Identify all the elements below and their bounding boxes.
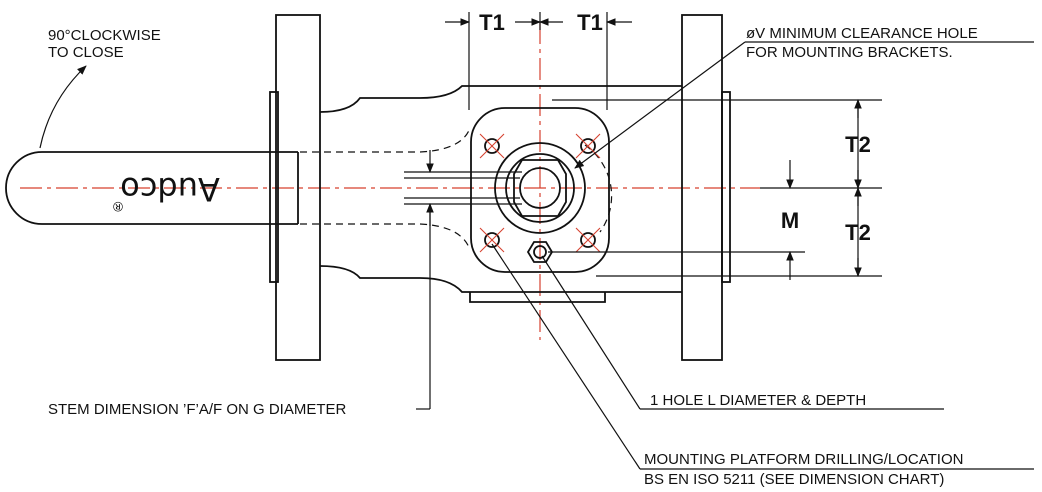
hole-note: 1 HOLE L DIAMETER & DEPTH	[650, 392, 866, 409]
rotation-note-line2: TO CLOSE	[48, 44, 124, 61]
valve-body	[319, 85, 682, 293]
left-flange-face	[269, 91, 279, 283]
m-label: M	[781, 208, 799, 233]
right-flange-face	[721, 91, 731, 283]
platform-leader	[491, 243, 641, 470]
stem-bore	[494, 142, 586, 234]
platform-outline	[469, 292, 606, 303]
clearance-note-line1: øV MINIMUM CLEARANCE HOLE	[746, 25, 978, 42]
stem-dimension-note: STEM DIMENSION ’F’A/F ON G DIAMETER	[48, 401, 347, 418]
bolt-hole	[575, 227, 601, 253]
rotation-note-line1: 90°CLOCKWISE	[48, 27, 161, 44]
handle	[5, 151, 298, 225]
bolt-hole	[479, 227, 505, 253]
registered-mark: ®	[112, 198, 125, 213]
bolt-hole	[479, 133, 505, 159]
stem	[519, 167, 561, 209]
platform-note-line2: BS EN ISO 5211 (SEE DIMENSION CHART)	[644, 471, 944, 488]
bolt-hole	[575, 133, 601, 159]
clearance-leader	[574, 41, 746, 169]
platform-note-line1: MOUNTING PLATFORM DRILLING/LOCATION	[644, 451, 963, 468]
t1-left-label: T1	[479, 10, 505, 35]
stem-flats	[513, 159, 567, 217]
handle-brand: Audco	[120, 170, 220, 208]
rotation-arrow	[39, 65, 87, 149]
stem-collar	[505, 153, 575, 223]
mounting-pad	[470, 107, 610, 273]
left-flange	[275, 14, 321, 361]
hole-leader	[541, 255, 641, 410]
t2-upper-label: T2	[845, 132, 871, 157]
t1-right-label: T1	[577, 10, 603, 35]
handle-hidden-outline	[300, 127, 471, 251]
clearance-note-line2: FOR MOUNTING BRACKETS.	[746, 44, 953, 61]
t2-lower-label: T2	[845, 220, 871, 245]
